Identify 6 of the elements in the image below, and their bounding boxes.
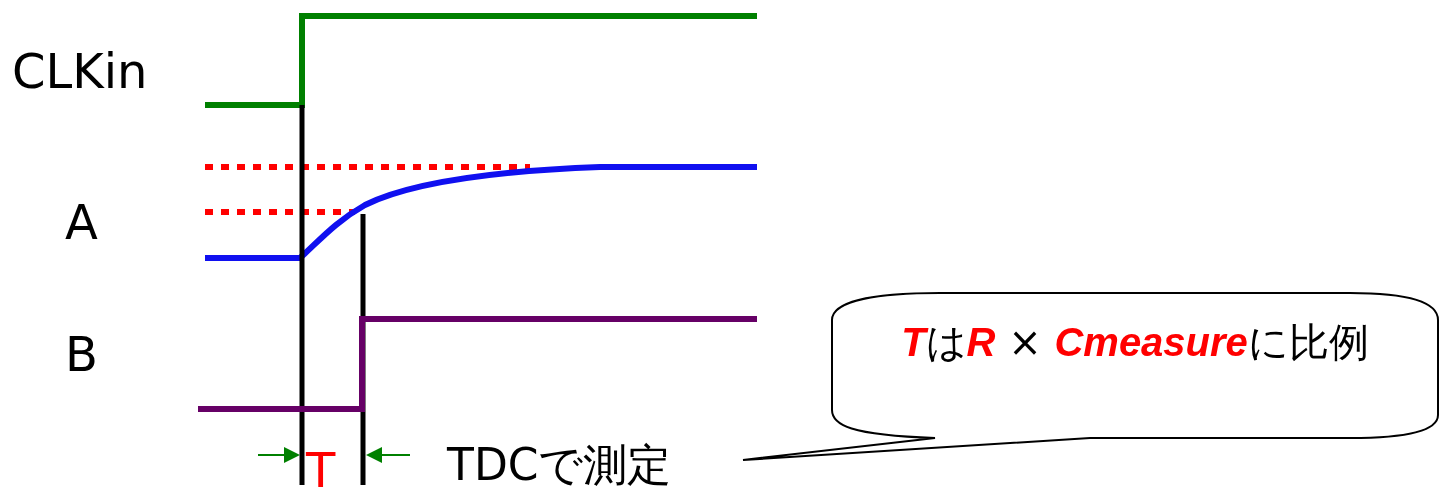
signal-name: CLKin (12, 47, 148, 95)
interval-label: T (306, 446, 336, 492)
callout-text: TはR × Cmeasureに比例 (900, 318, 1370, 367)
measurement-note: TDCで測定 (447, 443, 672, 487)
signal-name: B (65, 330, 98, 378)
signal-name: A (65, 198, 98, 246)
